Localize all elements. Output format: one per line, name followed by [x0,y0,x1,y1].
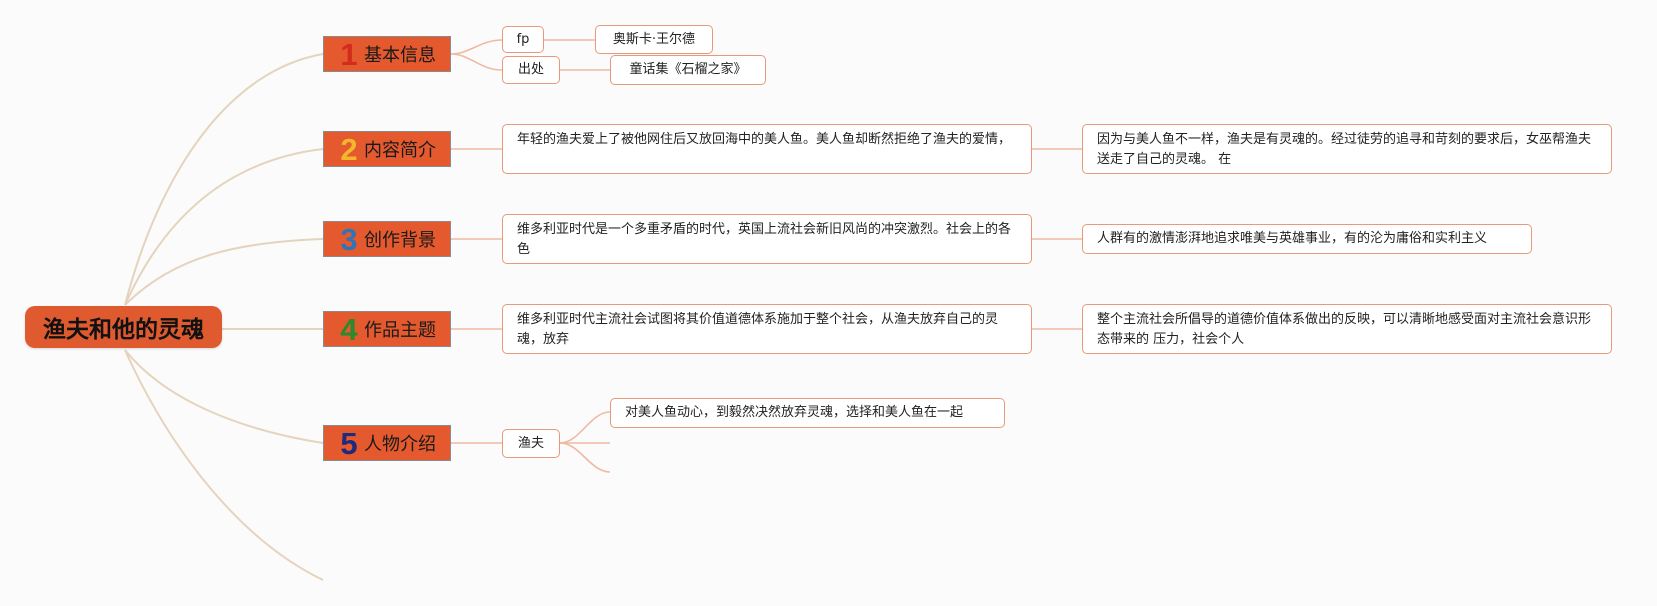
theme-text-2[interactable]: 整个主流社会所倡导的道德价值体系做出的反映，可以清晰地感受面对主流社会意识形态带… [1082,304,1612,354]
topic-label: 内容简介 [364,140,436,161]
topic-theme[interactable]: 4 作品主题 [323,311,451,347]
node-text: 人群有的激情澎湃地追求唯美与英雄事业，有的沦为庸俗和实利主义 [1097,231,1488,246]
node-text: 对美人鱼动心，到毅然决然放弃灵魂，选择和美人鱼在一起 [625,405,964,420]
topic-label: 作品主题 [364,320,436,341]
topic-basic-info[interactable]: 1 基本信息 [323,36,451,72]
subtopic-author-value[interactable]: 奥斯卡·王尔德 [595,25,713,54]
central-topic[interactable]: 渔夫和他的灵魂 [25,306,222,348]
subtopic-label: 渔夫 [517,435,544,451]
topic-number: 2 [340,131,358,167]
node-text: 维多利亚时代是一个多重矛盾的时代，英国上流社会新旧风尚的冲突激烈。社会上的各色 [517,222,1012,257]
topic-background[interactable]: 3 创作背景 [323,221,451,257]
topic-number: 1 [340,36,358,72]
subtopic-author-key[interactable]: fp [502,26,544,53]
background-text-2[interactable]: 人群有的激情澎湃地追求唯美与英雄事业，有的沦为庸俗和实利主义 [1082,224,1532,254]
summary-text-1[interactable]: 年轻的渔夫爱上了被他网住后又放回海中的美人鱼。美人鱼却断然拒绝了渔夫的爱情， [502,124,1032,174]
subtopic-label: 出处 [517,62,544,77]
theme-text-1[interactable]: 维多利亚时代主流社会试图将其价值道德体系施加于整个社会，从渔夫放弃自己的灵魂，放… [502,304,1032,354]
subtopic-label: 奥斯卡·王尔德 [612,31,696,47]
topic-characters[interactable]: 5 人物介绍 [323,425,451,461]
character-fisherman[interactable]: 渔夫 [502,429,560,458]
subtopic-source-value[interactable]: 童话集《石榴之家》 [610,55,766,85]
node-text: 因为与美人鱼不一样，渔夫是有灵魂的。经过徒劳的追寻和苛刻的要求后，女巫帮渔夫 送… [1097,132,1592,167]
topic-summary[interactable]: 2 内容简介 [323,131,451,167]
topic-label: 基本信息 [364,45,436,66]
topic-number: 4 [340,311,358,347]
character-fisherman-detail[interactable]: 对美人鱼动心，到毅然决然放弃灵魂，选择和美人鱼在一起 [610,398,1005,428]
node-text: 整个主流社会所倡导的道德价值体系做出的反映，可以清晰地感受面对主流社会意识形态带… [1097,312,1592,347]
topic-label: 创作背景 [364,230,436,251]
topic-number: 5 [340,425,358,461]
topic-number: 3 [340,221,358,257]
subtopic-source-key[interactable]: 出处 [502,56,560,84]
background-text-1[interactable]: 维多利亚时代是一个多重矛盾的时代，英国上流社会新旧风尚的冲突激烈。社会上的各色 [502,214,1032,264]
subtopic-label: 童话集《石榴之家》 [629,62,747,77]
topic-label: 人物介绍 [364,434,436,455]
subtopic-label: fp [516,31,530,47]
summary-text-2[interactable]: 因为与美人鱼不一样，渔夫是有灵魂的。经过徒劳的追寻和苛刻的要求后，女巫帮渔夫 送… [1082,124,1612,174]
node-text: 年轻的渔夫爱上了被他网住后又放回海中的美人鱼。美人鱼却断然拒绝了渔夫的爱情， [517,132,1012,147]
node-text: 维多利亚时代主流社会试图将其价值道德体系施加于整个社会，从渔夫放弃自己的灵魂，放… [517,312,999,347]
